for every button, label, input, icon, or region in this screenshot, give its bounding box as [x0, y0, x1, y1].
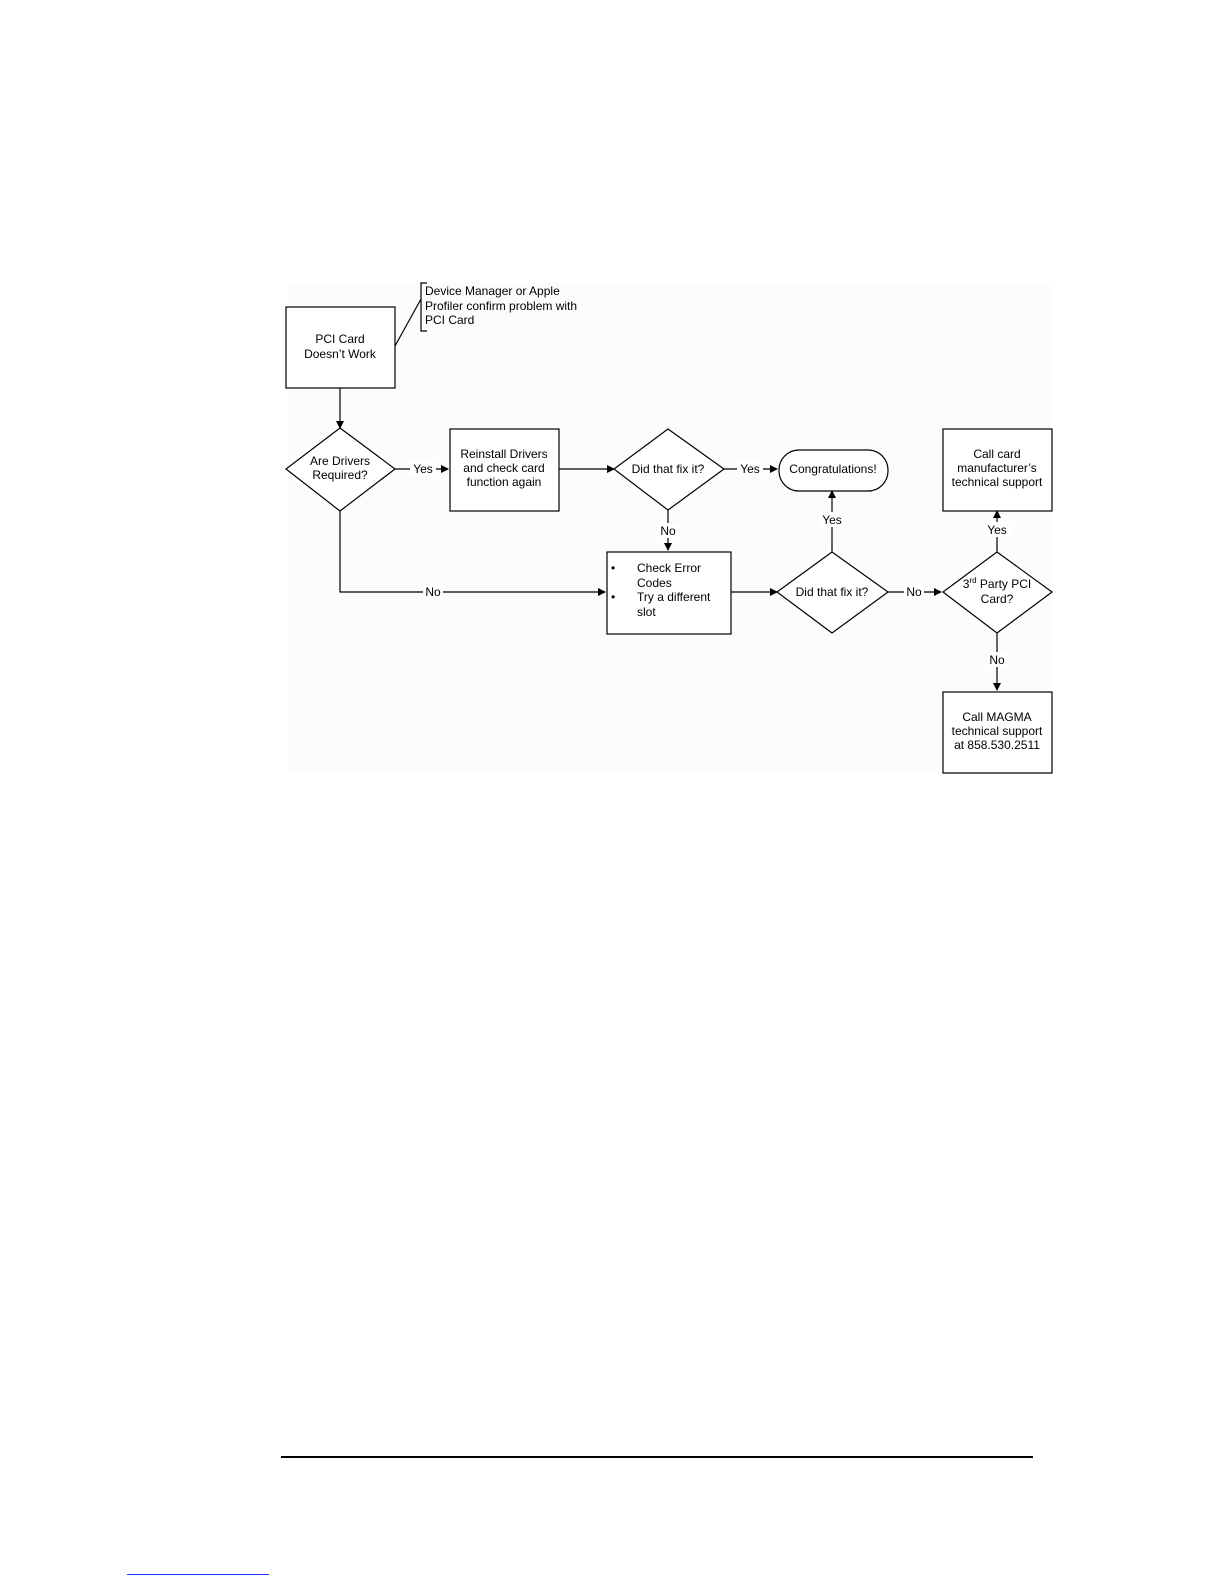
edge-drivers-no: [339, 511, 606, 596]
annotation-bracket: [420, 282, 427, 332]
svg-text:function again: function again: [467, 475, 542, 489]
label-fix1-yes: Yes: [740, 462, 760, 476]
label-drivers-no: No: [425, 585, 441, 599]
call-magma-box: [942, 691, 1053, 774]
start-text: PCI Card Doesn’t Work: [304, 332, 377, 361]
svg-text:PCI Card: PCI Card: [315, 332, 364, 346]
svg-text:Profiler confirm problem with: Profiler confirm problem with: [425, 299, 577, 313]
annotation-text: Device Manager or Apple Profiler confirm…: [425, 284, 577, 327]
third-party-text: 3rd Party PCI Card?: [963, 576, 1032, 606]
edge-labels: Yes No Yes No Yes No Yes No: [410, 461, 1010, 667]
svg-text:Try a different: Try a different: [637, 590, 711, 604]
fix2-text: Did that fix it?: [796, 585, 869, 599]
fix1-text: Did that fix it?: [632, 462, 705, 476]
svg-text:technical support: technical support: [952, 724, 1043, 738]
fix1-decision: [612, 428, 726, 511]
label-drivers-yes: Yes: [413, 462, 433, 476]
svg-text:technical support: technical support: [952, 475, 1043, 489]
reinstall-box: [449, 428, 560, 512]
footer-rule: [281, 1456, 1033, 1458]
reinstall-text: Reinstall Drivers and check card functio…: [460, 447, 547, 489]
svg-text:3rd Party PCI: 3rd Party PCI: [963, 576, 1032, 591]
label-fix1-no: No: [660, 524, 676, 538]
shapes: [285, 306, 1054, 774]
drivers-text: Are Drivers Required?: [310, 454, 370, 482]
footer-link-underline: [127, 1574, 269, 1575]
call-magma-text: Call MAGMA technical support at 858.530.…: [952, 710, 1043, 752]
svg-text:Card?: Card?: [981, 592, 1014, 606]
check-errors-box: [606, 551, 732, 635]
drivers-decision: [285, 427, 396, 512]
start-box: [285, 306, 396, 389]
svg-text:Doesn’t Work: Doesn’t Work: [304, 347, 377, 361]
svg-text:Reinstall Drivers: Reinstall Drivers: [460, 447, 547, 461]
svg-text:and check card: and check card: [463, 461, 544, 475]
svg-text:Required?: Required?: [312, 468, 368, 482]
annotation-leader: [394, 298, 422, 347]
svg-text:at 858.530.2511: at 858.530.2511: [954, 738, 1040, 752]
svg-text:Codes: Codes: [637, 576, 672, 590]
svg-text:Call card: Call card: [973, 447, 1020, 461]
svg-text:Are Drivers: Are Drivers: [310, 454, 370, 468]
bullet-2: •: [611, 590, 615, 604]
bullet-1: •: [611, 561, 615, 575]
label-third-no: No: [989, 653, 1005, 667]
label-fix2-no: No: [906, 585, 922, 599]
third-party-decision: [941, 551, 1054, 634]
svg-text:PCI Card: PCI Card: [425, 313, 474, 327]
svg-text:Check Error: Check Error: [637, 561, 701, 575]
call-manufacturer-box: [942, 428, 1053, 512]
congratulations-terminal: [778, 449, 889, 492]
svg-text:Call MAGMA: Call MAGMA: [962, 710, 1031, 724]
svg-text:slot: slot: [637, 605, 656, 619]
fix2-decision: [775, 551, 890, 634]
svg-text:Device Manager or Apple: Device Manager or Apple: [425, 284, 560, 298]
label-fix2-yes: Yes: [822, 513, 842, 527]
congratulations-text: Congratulations!: [789, 462, 876, 476]
svg-text:manufacturer’s: manufacturer’s: [957, 461, 1037, 475]
label-third-yes: Yes: [987, 523, 1007, 537]
check-errors-text: • Check Error Codes • Try a different sl…: [611, 561, 711, 619]
call-manufacturer-text: Call card manufacturer’s technical suppo…: [952, 447, 1043, 489]
node-labels: Device Manager or Apple Profiler confirm…: [304, 284, 1043, 752]
